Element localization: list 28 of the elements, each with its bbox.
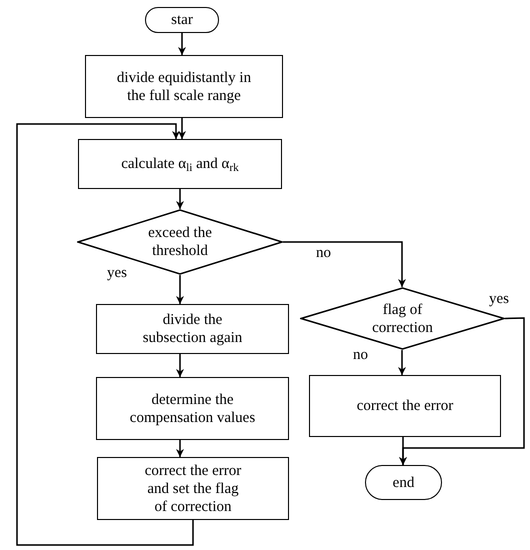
arrow [176, 189, 184, 209]
arrow [176, 275, 184, 304]
end-terminal [365, 465, 442, 500]
arrow [178, 118, 186, 139]
arrow [399, 437, 407, 465]
node-text: correct the error [356, 397, 454, 415]
node-text: calculate α$_{li}$ and α$_{rk}$ [121, 155, 239, 173]
process-box [78, 139, 282, 189]
node-text: determine the compensation values [128, 390, 256, 426]
process-box [85, 55, 283, 118]
arrow [178, 33, 186, 55]
node-text: flag of correction [371, 300, 434, 336]
arrow [16, 123, 194, 546]
process-box [96, 377, 289, 440]
arrow [398, 350, 406, 375]
node-text: star [171, 11, 193, 29]
start-terminal [145, 7, 219, 33]
node-text: exceed the threshold [147, 224, 213, 260]
process-box [309, 375, 501, 437]
arrow [283, 241, 406, 287]
process-box [97, 457, 289, 520]
node-text: divide the subsection again [142, 311, 244, 347]
node-text: correct the error and set the flag of correction [144, 462, 242, 516]
arrow [176, 354, 184, 377]
arrow [176, 440, 184, 457]
node-text: end [392, 474, 414, 492]
node-text: divide equidistantly in the full scale range [116, 68, 252, 104]
process-box [96, 304, 289, 354]
